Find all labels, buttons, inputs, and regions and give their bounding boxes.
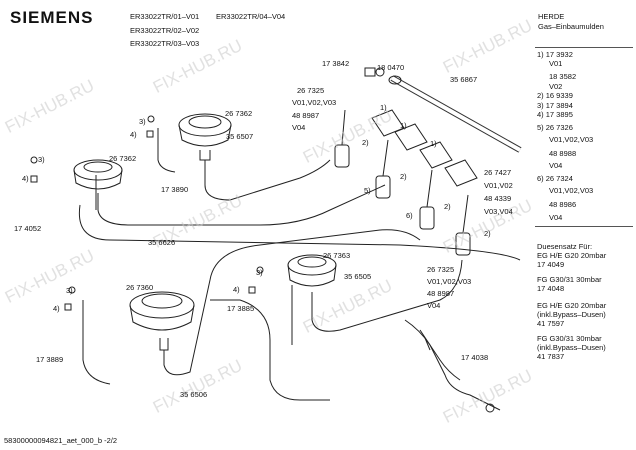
part-label: V01,V02,V03	[292, 98, 337, 107]
spark-plugs	[82, 128, 293, 385]
wiring-harness	[404, 319, 501, 413]
legend-entry: 41 7837	[537, 352, 565, 361]
callout: 3)	[139, 117, 146, 126]
part-label: 17 3842	[322, 59, 350, 68]
part-label: V04	[427, 301, 441, 310]
legend-entry: EG H/E G20 20mbar	[537, 251, 607, 260]
pipe-long	[78, 204, 521, 401]
callout: 2)	[362, 138, 369, 147]
model-number: ER33022TR/01–V01	[130, 12, 200, 21]
callout: 3)	[38, 155, 45, 164]
legend-entry: 5) 26 7326	[537, 123, 573, 132]
brand-logo: SIEMENS	[10, 8, 94, 27]
legend-entry: 48 8986	[549, 200, 577, 209]
callout: 4)	[130, 130, 137, 139]
part-label: 17 3889	[36, 355, 64, 364]
part-label: 17 3890	[161, 185, 189, 194]
legend-entry: 1) 17 3932	[537, 50, 573, 59]
burner-left-mid	[73, 159, 386, 226]
clips	[371, 109, 478, 187]
parts-legend-panel: 1) 17 3932 V01 18 3582 V02 2) 16 9339 3)…	[535, 10, 636, 440]
part-label: 26 7427	[484, 168, 512, 177]
part-label: 26 7325	[427, 265, 455, 274]
callout: 2)	[444, 202, 451, 211]
model-number: ER33022TR/02–V02	[130, 26, 200, 35]
callout: 6)	[406, 211, 413, 220]
gas-rail	[364, 67, 522, 153]
callout: 4)	[233, 285, 240, 294]
legend-entry: V02	[549, 82, 563, 91]
burner-middle	[287, 254, 463, 332]
divider	[535, 226, 633, 227]
part-label: V01,V02,V03	[427, 277, 472, 286]
legend-entry: V01,V02,V03	[549, 135, 594, 144]
legend-entry: 17 4049	[537, 260, 565, 269]
part-label: V04	[292, 123, 306, 132]
part-label: 26 7362	[109, 154, 137, 163]
legend-entry: (inkl.Bypass–Dusen)	[537, 343, 606, 352]
callout: 3)	[256, 268, 263, 277]
part-label: V03,V04	[484, 207, 513, 216]
part-label: 48 8987	[292, 111, 320, 120]
legend-entry: 17 4048	[537, 284, 565, 293]
callout: 1)	[400, 121, 407, 130]
part-label: 35 6626	[148, 238, 176, 247]
legend-entry: (inkl.Bypass–Dusen)	[537, 310, 606, 319]
callout: 2)	[484, 229, 491, 238]
legend-entry: 2) 16 9339	[537, 91, 573, 100]
header-subtitle: Gas–Einbaumulden	[538, 22, 604, 31]
part-label: 26 7325	[297, 86, 325, 95]
part-label: 17 3885	[227, 304, 255, 313]
document-footer: 58300000094821_aet_000_b -2/2	[4, 436, 118, 445]
part-label: 17 4052	[14, 224, 42, 233]
legend-entry: V01	[549, 59, 563, 68]
part-label: 48 8987	[427, 289, 455, 298]
divider	[535, 47, 633, 48]
gas-valves	[334, 109, 471, 256]
burner-top-left	[178, 113, 331, 201]
callout: 1)	[430, 139, 437, 148]
part-label: 26 7363	[323, 251, 351, 260]
model-number: ER33022TR/04–V04	[216, 12, 286, 21]
part-label: 35 6506	[180, 390, 208, 399]
legend-entry: V04	[549, 213, 563, 222]
part-label: 18 0470	[377, 63, 405, 72]
part-label: 35 6505	[344, 272, 372, 281]
part-label: V01,V02	[484, 181, 513, 190]
part-label: 35 6867	[450, 75, 478, 84]
legend-entry: 6) 26 7324	[537, 174, 573, 183]
legend-entry: 41 7597	[537, 319, 565, 328]
legend-entry: 4) 17 3895	[537, 110, 573, 119]
burner-bottom-left	[129, 229, 421, 376]
part-label: 48 4339	[484, 194, 512, 203]
legend-entry: Duesensatz Für:	[537, 242, 593, 251]
legend-entry: 3) 17 3894	[537, 101, 573, 110]
part-label: 26 7362	[225, 109, 253, 118]
part-label: 26 7360	[126, 283, 154, 292]
legend-entry: 18 3582	[549, 72, 577, 81]
legend-entry: V04	[549, 161, 563, 170]
part-label: 35 6507	[226, 132, 254, 141]
callout: 5)	[364, 186, 371, 195]
callout: 3)	[66, 286, 73, 295]
small-parts	[30, 115, 264, 311]
part-label: 17 4038	[461, 353, 489, 362]
legend-entry: FG G30/31 30mbar	[537, 275, 602, 284]
legend-entry: FG G30/31 30mbar	[537, 334, 602, 343]
callout: 2)	[400, 172, 407, 181]
callout: 4)	[53, 304, 60, 313]
legend-entry: EG H/E G20 20mbar	[537, 301, 607, 310]
header-title: HERDE	[538, 12, 565, 21]
callout: 4)	[22, 174, 29, 183]
callout: 1)	[380, 103, 387, 112]
legend-entry: 48 8988	[549, 149, 577, 158]
legend-entry: V01,V02,V03	[549, 186, 594, 195]
model-number: ER33022TR/03–V03	[130, 39, 200, 48]
